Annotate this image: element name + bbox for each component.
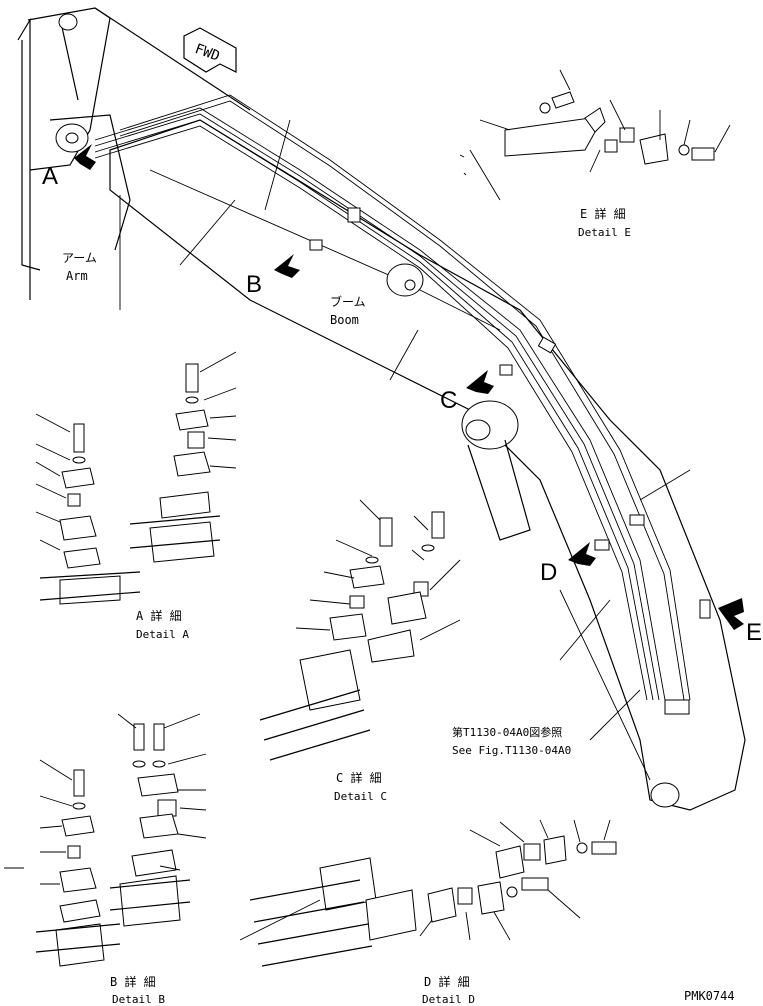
reference-note-jp: 第T1130-04A0図参照	[452, 725, 562, 739]
callout-d: D	[540, 542, 596, 586]
callout-a-letter: A	[42, 163, 58, 190]
detail-c-drawing: C 詳 細 Detail C	[259, 499, 461, 803]
callout-b-arrow-icon	[274, 254, 300, 278]
callout-a-arrow-icon	[74, 144, 96, 170]
boom-label-jp: ブーム	[330, 294, 366, 309]
detail-c-title-jp: C 詳 細	[336, 770, 382, 785]
callout-b-letter: B	[246, 271, 262, 298]
callout-e-arrow-icon	[718, 598, 744, 630]
drawing-code: PMK0744	[684, 989, 735, 1003]
detail-b-title-jp: B 詳 細	[110, 974, 156, 989]
callout-d-letter: D	[540, 559, 557, 586]
detail-a-title-en: Detail A	[136, 628, 189, 641]
callout-c: C	[440, 370, 494, 414]
detail-e-title-jp: E 詳 細	[580, 206, 626, 221]
fwd-label: FWD	[193, 41, 222, 65]
detail-a-title-jp: A 詳 細	[136, 608, 182, 623]
detail-e-drawing: E 詳 細 Detail E	[459, 69, 731, 239]
boom-drawing	[94, 94, 746, 811]
detail-d-title-en: Detail D	[422, 993, 475, 1006]
arm-label-en: Arm	[66, 269, 88, 283]
detail-c-title-en: Detail C	[334, 790, 387, 803]
callout-b: B	[246, 254, 300, 298]
callout-a: A	[42, 144, 96, 190]
callout-e: E	[718, 598, 762, 646]
detail-b-drawing: B 詳 細 Detail B	[4, 713, 207, 1006]
detail-d-drawing: D 詳 細 Detail D	[239, 819, 617, 1006]
boom-label-en: Boom	[330, 313, 359, 327]
callout-c-letter: C	[440, 387, 457, 414]
arm-label-jp: アーム	[62, 251, 97, 265]
forward-arrow-icon: FWD	[183, 27, 237, 73]
detail-b-title-en: Detail B	[112, 993, 165, 1006]
reference-note-en: See Fig.T1130-04A0	[452, 744, 571, 757]
detail-d-title-jp: D 詳 細	[424, 974, 470, 989]
callout-e-letter: E	[746, 619, 762, 646]
detail-e-title-en: Detail E	[578, 226, 631, 239]
detail-a-drawing: A 詳 細 Detail A	[35, 351, 237, 641]
callout-c-arrow-icon	[466, 370, 494, 394]
callout-d-arrow-icon	[568, 542, 596, 566]
arm-drawing	[17, 7, 251, 310]
